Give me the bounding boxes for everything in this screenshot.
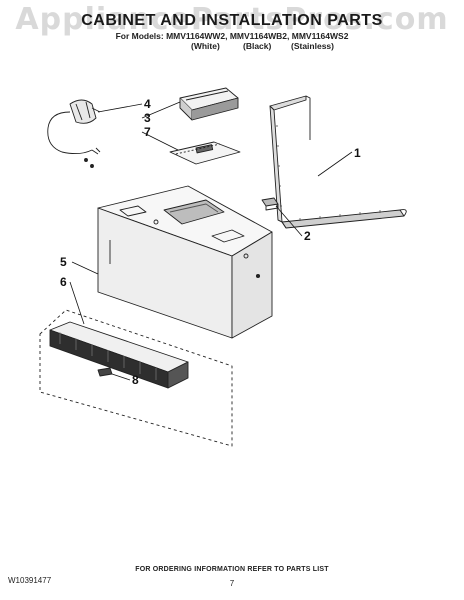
damper-part (97, 367, 113, 377)
callout-8: 8 (132, 373, 139, 387)
top-plate-part (179, 87, 239, 121)
color-label-white: (White) (191, 41, 220, 51)
document-number: W10391477 (8, 576, 52, 585)
callout-6: 6 (60, 275, 67, 289)
callout-7: 7 (144, 125, 151, 139)
callout-2: 2 (304, 229, 311, 243)
color-labels: (White) (Black) (Stainless) (0, 41, 464, 53)
page-title: CABINET AND INSTALLATION PARTS (81, 12, 383, 29)
ordering-note: FOR ORDERING INFORMATION REFER TO PARTS … (135, 566, 329, 573)
callout-3: 3 (144, 111, 151, 125)
callout-5: 5 (60, 255, 67, 269)
cabinet-part (97, 185, 273, 339)
clip-part (261, 197, 279, 211)
vent-plate-part (169, 141, 241, 165)
color-label-black: (Black) (243, 41, 272, 51)
color-label-stainless: (Stainless) (291, 41, 334, 51)
leader-lines (69, 101, 353, 381)
mounting-plate-part (269, 95, 407, 229)
power-cord-part (47, 99, 101, 168)
watermark-text: AppliancePartsPros.com (15, 2, 449, 37)
callout-4: 4 (144, 97, 151, 111)
model-list: For Models: MMV1164WW2, MMV1164WB2, MMV1… (115, 31, 349, 41)
page-number: 7 (229, 579, 235, 588)
vent-grille-group (39, 309, 233, 447)
callout-1: 1 (354, 146, 361, 160)
